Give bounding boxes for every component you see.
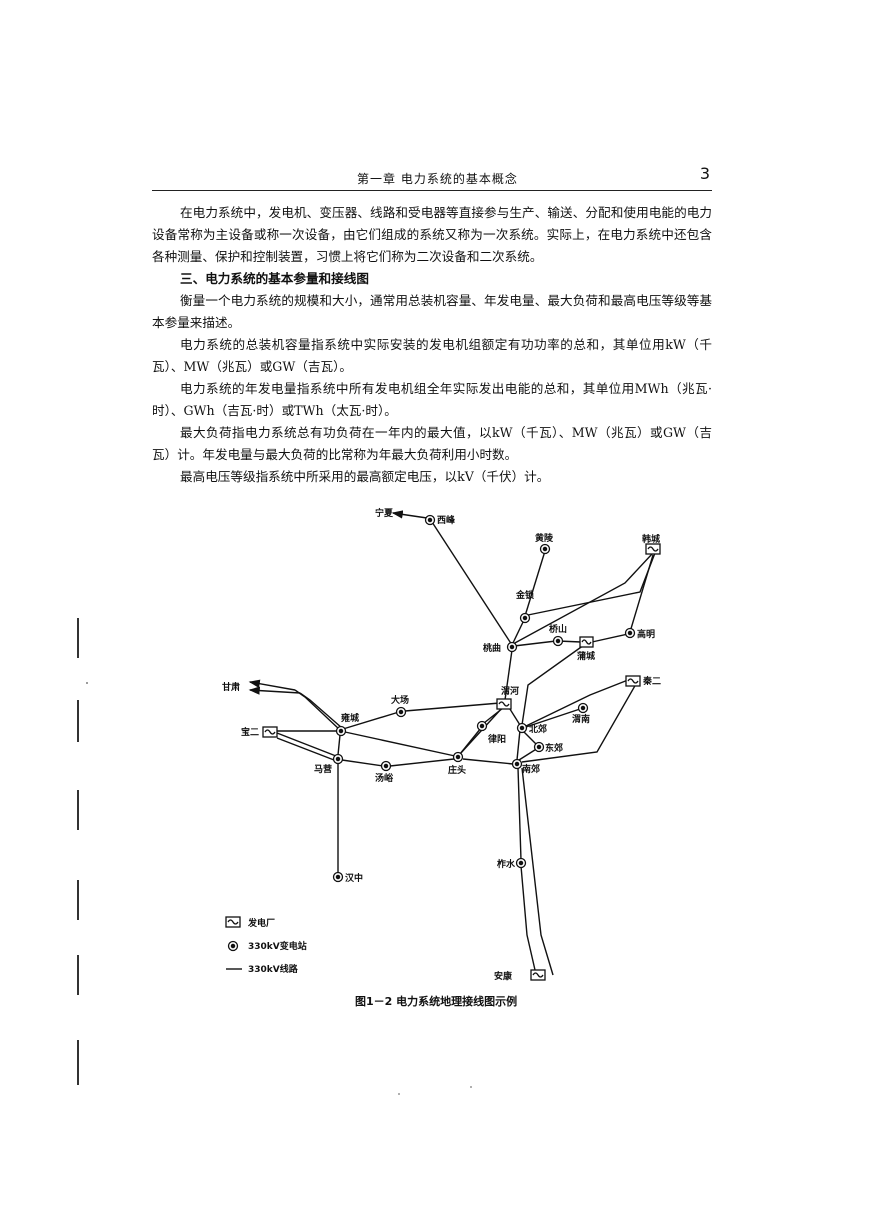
margin-mark (77, 700, 79, 742)
substation-icon (511, 758, 523, 770)
node-label: 马营 (314, 763, 332, 775)
body-text: 在电力系统中，发电机、变压器、线路和受电器等直接参与生产、输送、分配和使用电能的… (152, 202, 712, 488)
page-header: 第一章 电力系统的基本概念 3 (152, 164, 712, 192)
scan-speck (470, 1086, 472, 1088)
power-plant-icon (262, 726, 278, 738)
paragraph: 衡量一个电力系统的规模和大小，通常用总装机容量、年发电量、最大负荷和最高电压等级… (152, 293, 712, 330)
margin-mark (77, 880, 79, 920)
substation-icon (452, 751, 464, 763)
substation-icon (552, 635, 564, 647)
node-label: 宁夏 (375, 507, 394, 519)
legend-substation-icon (227, 940, 239, 952)
margin-mark (77, 618, 79, 658)
legend-plant-label: 发电厂 (247, 917, 275, 929)
legend: 发电厂 330kV变电站 330kV线路 (225, 916, 307, 975)
transmission-lines (248, 510, 656, 976)
substation-markers (332, 514, 636, 883)
node-label: 高明 (637, 628, 655, 640)
substation-icon (332, 871, 344, 883)
paragraph: 最高电压等级指系统中所采用的最高额定电压，以kV（千伏）计。 (180, 469, 550, 484)
substation-icon (395, 706, 407, 718)
paragraph: 电力系统的年发电量指系统中所有发电机组全年实际发出电能的总和，其单位用MWh（兆… (152, 381, 712, 418)
node-label: 汤峪 (375, 772, 394, 784)
node-label: 韩城 (642, 533, 660, 545)
node-label: 北郊 (529, 723, 547, 735)
margin-mark (77, 1040, 79, 1085)
substation-icon (624, 627, 636, 639)
node-label: 黄陵 (535, 532, 554, 544)
substation-icon (476, 720, 488, 732)
header-rule (152, 190, 712, 191)
substation-icon (519, 612, 531, 624)
section-heading: 三、电力系统的基本参量和接线图 (180, 271, 369, 286)
node-label: 庄头 (448, 764, 466, 776)
margin-mark (77, 955, 79, 995)
node-label: 甘肃 (222, 681, 240, 693)
legend-line-label: 330kV线路 (248, 963, 299, 975)
legend-substation-label: 330kV变电站 (248, 940, 307, 952)
node-label: 蒲城 (577, 650, 595, 662)
paragraph: 在电力系统中，发电机、变压器、线路和受电器等直接参与生产、输送、分配和使用电能的… (152, 205, 712, 264)
node-label: 律阳 (487, 733, 506, 745)
node-label: 大场 (391, 694, 409, 706)
node-label: 金锁 (515, 589, 534, 601)
substation-icon (332, 753, 344, 765)
substation-icon (533, 741, 545, 753)
scan-speck (86, 682, 88, 684)
substation-icon (424, 514, 436, 526)
page-number: 3 (699, 164, 710, 183)
power-plant-icon (625, 675, 641, 687)
figure-caption: 图1－2 电力系统地理接线图示例 (355, 994, 517, 1008)
substation-icon (516, 722, 528, 734)
node-label: 汉中 (345, 872, 363, 884)
legend-plant-icon (225, 916, 241, 928)
node-label: 西峰 (437, 514, 456, 526)
power-plant-icon (579, 636, 594, 648)
power-plant-icon (496, 698, 512, 710)
power-plant-icon (530, 969, 546, 981)
substation-icon (515, 857, 527, 869)
scan-speck (398, 1093, 400, 1095)
node-label: 秦二 (642, 675, 661, 687)
node-label: 南郊 (522, 763, 540, 775)
substation-icon (539, 543, 551, 555)
substation-icon (380, 760, 392, 772)
node-label: 渭南 (572, 713, 590, 725)
substation-icon (506, 641, 518, 653)
node-label: 桃曲 (483, 642, 501, 654)
chapter-title: 第一章 电力系统的基本概念 (357, 172, 518, 186)
node-label: 雍城 (341, 712, 359, 724)
paragraph: 最大负荷指电力系统总有功负荷在一年内的最大值，以kW（千瓦）、MW（兆瓦）或GW… (152, 425, 712, 462)
node-label: 柞水 (497, 858, 516, 870)
power-plant-icon (645, 543, 661, 555)
node-label: 东郊 (545, 742, 563, 754)
node-label: 桥山 (549, 623, 567, 635)
paragraph: 电力系统的总装机容量指系统中实际安装的发电机组额定有功功率的总和，其单位用kW（… (152, 337, 712, 374)
node-label: 安康 (494, 970, 513, 982)
margin-mark (77, 790, 79, 830)
substation-icon (335, 725, 347, 737)
node-label: 宝二 (241, 726, 259, 738)
plant-markers (262, 543, 661, 981)
substation-icon (577, 702, 589, 714)
node-label: 渭河 (501, 685, 519, 697)
